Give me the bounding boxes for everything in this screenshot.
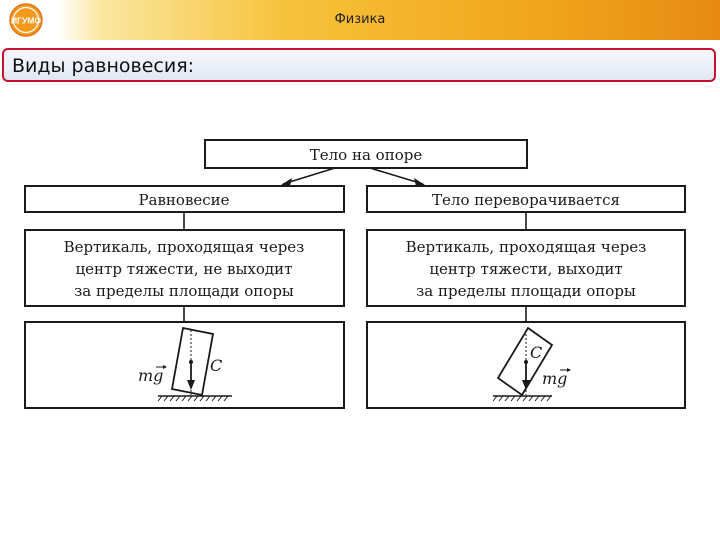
logo-text: ИГУМО — [11, 16, 41, 26]
arrow-root-right — [369, 167, 424, 185]
right-force-label: mg — [542, 369, 567, 388]
university-logo: ИГУМО — [9, 3, 43, 37]
right-center-label: C — [530, 343, 542, 362]
right-heading: Тело переворачивается — [432, 191, 620, 209]
right-condition-line-3: за пределы площади опоры — [416, 282, 636, 300]
slide-title-bar: Виды равновесия: — [2, 48, 716, 82]
root-box — [204, 139, 528, 169]
left-condition-line-3: за пределы площади опоры — [74, 282, 294, 300]
left-heading-box — [24, 185, 345, 213]
arrow-head-right — [414, 178, 425, 186]
right-condition-line-2: центр тяжести, выходит — [429, 260, 622, 278]
right-condition-line-1: Вертикаль, проходящая через — [406, 238, 647, 256]
left-condition-line-1: Вертикаль, проходящая через — [64, 238, 305, 256]
slide-title: Виды равновесия: — [12, 55, 195, 77]
left-heading: Равновесие — [138, 191, 229, 209]
header-bar: ИГУМО Физика — [0, 0, 720, 40]
root-label: Тело на опоре — [310, 146, 423, 164]
left-center-label: C — [210, 356, 222, 375]
right-tipping-body-illustration: C mg — [492, 326, 571, 402]
arrow-head-left — [281, 178, 292, 186]
left-stable-body-illustration: C mg — [138, 326, 232, 402]
arrow-root-left — [282, 167, 336, 185]
left-force-label: mg — [138, 366, 163, 385]
header-title: Физика — [334, 12, 386, 27]
left-condition-line-2: центр тяжести, не выходит — [76, 260, 293, 278]
